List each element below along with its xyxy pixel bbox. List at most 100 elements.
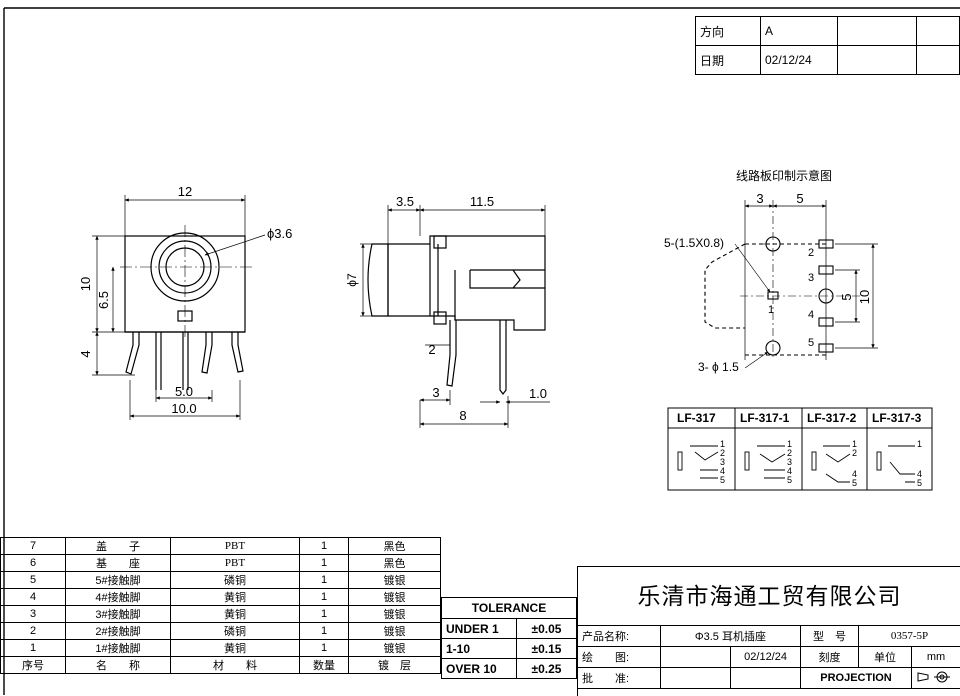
- model-label: 型 号: [801, 626, 859, 647]
- pin-num: 5: [787, 476, 792, 485]
- dim-side-35: 3.5: [396, 194, 414, 209]
- pcb-pin-2: 2: [808, 247, 814, 259]
- revision-cell: [917, 17, 960, 46]
- unit-label: 单位: [859, 647, 912, 668]
- bom-material: PBT: [171, 555, 300, 572]
- direction-label: 方向: [696, 17, 761, 46]
- bom-no: 1: [1, 640, 66, 657]
- bom-qty: 1: [300, 623, 349, 640]
- bom-no: 7: [1, 538, 66, 555]
- date-label: 日期: [696, 46, 761, 75]
- dim-front-50: 5.0: [175, 384, 193, 399]
- drawn-name-cell: [660, 647, 730, 668]
- revision-cell: [917, 46, 960, 75]
- bom-qty: 1: [300, 555, 349, 572]
- projection-symbol-icon: [916, 670, 956, 684]
- bom-name: 4#接触脚: [66, 589, 171, 606]
- pcb-dim-h5: 5: [839, 293, 854, 300]
- bom-material: 磷铜: [171, 572, 300, 589]
- projection-label: PROJECTION: [801, 668, 912, 689]
- variant-symbols: [678, 446, 915, 482]
- product-value: Φ3.5 耳机插座: [660, 626, 800, 647]
- drawn-label: 绘 图:: [578, 647, 661, 668]
- revision-table: 方向 A 日期 02/12/24: [695, 16, 960, 75]
- bom-header-material: 材 料: [171, 657, 300, 674]
- dim-side-3: 3: [432, 385, 439, 400]
- title-block-fields: 产品名称: Φ3.5 耳机插座 型 号 0357-5P 绘 图: 02/12/2…: [577, 625, 960, 689]
- pin-num: 5: [852, 479, 857, 488]
- date-value: 02/12/24: [761, 46, 838, 75]
- approve-label: 批 准:: [578, 668, 661, 689]
- bom-qty: 1: [300, 589, 349, 606]
- bom-qty: 1: [300, 640, 349, 657]
- dim-side-phi7: ϕ7: [345, 273, 359, 287]
- dim-front-65: 6.5: [96, 291, 111, 309]
- variant-3-pins: 1 4 5: [917, 440, 922, 488]
- bom-table: 7 盖 子 PBT 1 黑色 6 基 座 PBT 1 黑色 5 5#接触脚 磷铜…: [0, 537, 441, 674]
- table-row: 3 3#接触脚 黄铜 1 镀银: [1, 606, 441, 623]
- bom-name: 盖 子: [66, 538, 171, 555]
- revision-cell: [838, 46, 917, 75]
- bom-qty: 1: [300, 572, 349, 589]
- dim-front-4: 4: [78, 350, 93, 357]
- bom-material: 黄铜: [171, 640, 300, 657]
- bom-name: 2#接触脚: [66, 623, 171, 640]
- dim-front-10: 10: [78, 277, 93, 291]
- bom-material: 磷铜: [171, 623, 300, 640]
- variant-2-pins: 1 2 4 5: [852, 440, 857, 488]
- unit-value: mm: [912, 647, 960, 668]
- bom-finish: 黑色: [349, 555, 441, 572]
- pcb-layout: [705, 200, 878, 368]
- pcb-hole-label: 5-(1.5X0.8): [664, 236, 724, 250]
- bom-no: 6: [1, 555, 66, 572]
- approve-cell: [660, 668, 730, 689]
- revision-cell: [838, 17, 917, 46]
- pcb-title: 线路板印制示意图: [736, 168, 832, 183]
- tolerance-range: UNDER 1: [442, 619, 517, 639]
- pcb-dim-5: 5: [796, 191, 803, 206]
- bom-finish: 镀银: [349, 623, 441, 640]
- side-view: [360, 205, 550, 428]
- bom-material: PBT: [171, 538, 300, 555]
- scale-label: 刻度: [801, 647, 859, 668]
- bom-qty: 1: [300, 606, 349, 623]
- tolerance-value: ±0.05: [517, 619, 577, 639]
- table-row: 7 盖 子 PBT 1 黑色: [1, 538, 441, 555]
- variant-label-3: LF-317-3: [872, 411, 921, 425]
- bom-finish: 镀银: [349, 606, 441, 623]
- table-row: 2 2#接触脚 磷铜 1 镀银: [1, 623, 441, 640]
- tolerance-range: 1-10: [442, 639, 517, 659]
- bom-header-name: 名 称: [66, 657, 171, 674]
- bom-no: 5: [1, 572, 66, 589]
- pin-num: 1: [917, 440, 922, 449]
- bom-name: 基 座: [66, 555, 171, 572]
- dim-side-8: 8: [459, 408, 466, 423]
- title-block: 乐清市海通工贸有限公司 产品名称: Φ3.5 耳机插座 型 号 0357-5P …: [577, 566, 960, 696]
- company-name: 乐清市海通工贸有限公司: [578, 567, 960, 626]
- pcb-pin-4: 4: [808, 309, 814, 321]
- variant-1-pins: 1 2 3 4 5: [787, 440, 792, 485]
- pin-num: 5: [917, 479, 922, 488]
- pcb-pin-1: 1: [768, 304, 774, 316]
- projection-symbol-cell: [912, 668, 960, 689]
- tolerance-table: TOLERANCE UNDER 1 ±0.05 1-10 ±0.15 OVER …: [441, 597, 577, 679]
- tolerance-value: ±0.15: [517, 639, 577, 659]
- bom-name: 5#接触脚: [66, 572, 171, 589]
- variant-label-1: LF-317-1: [740, 411, 789, 425]
- pcb-dim-3: 3: [756, 191, 763, 206]
- pcb-pin-3: 3: [808, 272, 814, 284]
- bom-header-qty: 数量: [300, 657, 349, 674]
- bom-material: 黄铜: [171, 606, 300, 623]
- tolerance-value: ±0.25: [517, 659, 577, 679]
- variant-label-2: LF-317-2: [807, 411, 856, 425]
- dim-front-12: 12: [178, 184, 192, 199]
- variant-label-0: LF-317: [677, 411, 716, 425]
- table-row: 1 1#接触脚 黄铜 1 镀银: [1, 640, 441, 657]
- bom-name: 1#接触脚: [66, 640, 171, 657]
- bom-no: 4: [1, 589, 66, 606]
- dim-side-115: 11.5: [470, 194, 494, 209]
- pcb-dim-h10: 10: [857, 290, 872, 304]
- direction-value: A: [761, 17, 838, 46]
- pin-num: 5: [720, 476, 725, 485]
- bom-header-row: 序号 名 称 材 料 数量 镀 层: [1, 657, 441, 674]
